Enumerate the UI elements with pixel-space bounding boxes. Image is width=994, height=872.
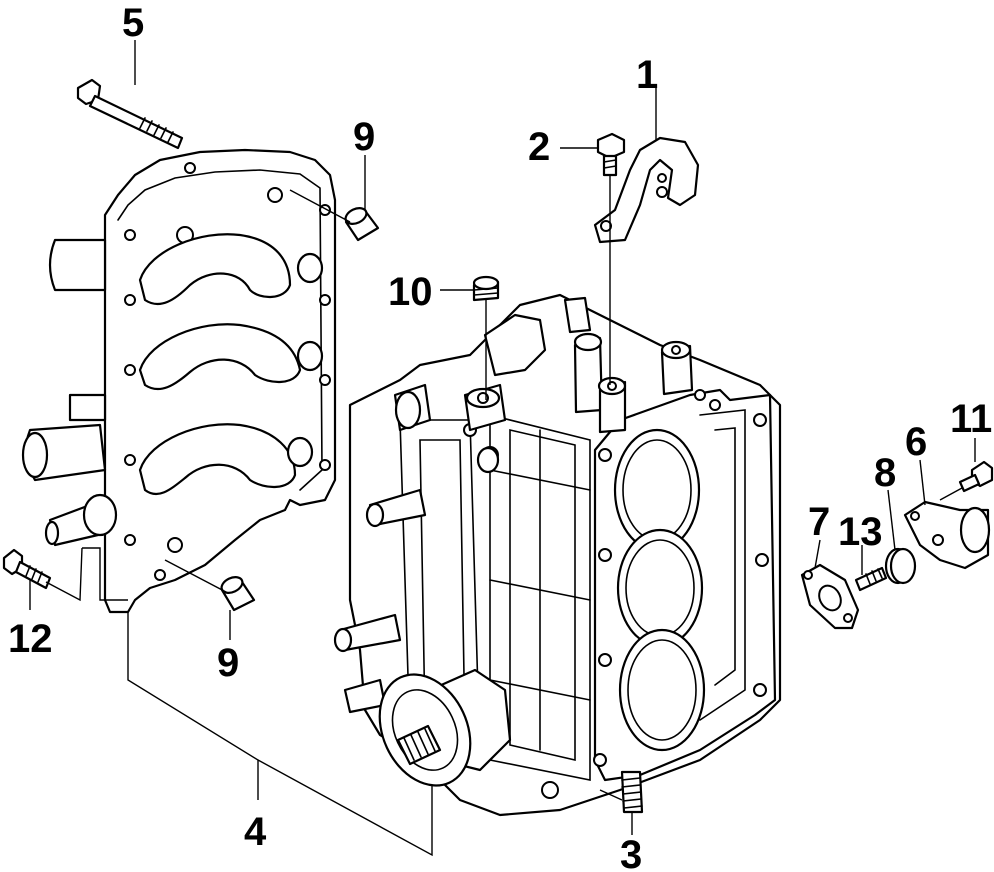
outlet-boss bbox=[44, 493, 118, 547]
exhaust-cover-plate bbox=[21, 148, 337, 614]
callout-2: 2 bbox=[528, 125, 550, 169]
leader-lines bbox=[29, 40, 976, 857]
bolt-11 bbox=[958, 460, 994, 493]
frame-bolt-holes bbox=[124, 162, 331, 581]
callout-10: 10 bbox=[388, 270, 433, 314]
cover-6 bbox=[903, 500, 991, 570]
seal-8 bbox=[884, 547, 917, 585]
callout-3: 3 bbox=[620, 833, 642, 872]
callout-numbers: 1 2 3 4 5 6 7 8 9 9 10 11 12 13 bbox=[8, 1, 992, 872]
dowel-9-upper bbox=[344, 207, 380, 242]
callout-1: 1 bbox=[636, 53, 658, 97]
rear-tubes bbox=[21, 238, 107, 482]
callout-11: 11 bbox=[950, 397, 992, 441]
exhaust-port-curves bbox=[138, 233, 324, 496]
stud-3 bbox=[620, 770, 644, 814]
bracket-1 bbox=[593, 136, 700, 244]
plug-10 bbox=[472, 275, 500, 302]
top-bosses bbox=[463, 296, 694, 434]
gasket-7 bbox=[800, 563, 860, 630]
callout-5: 5 bbox=[122, 1, 144, 45]
bolt-12 bbox=[2, 548, 52, 590]
cylinder-block bbox=[333, 293, 782, 817]
bolt-2 bbox=[596, 132, 626, 177]
bolt-5 bbox=[76, 78, 184, 150]
intake-bracket bbox=[483, 313, 547, 377]
callout-13: 13 bbox=[838, 510, 883, 554]
callout-9-upper: 9 bbox=[353, 115, 375, 159]
cylinder-bores bbox=[613, 428, 706, 752]
callout-7: 7 bbox=[808, 500, 830, 544]
screw-13 bbox=[854, 566, 888, 592]
callout-4: 4 bbox=[244, 810, 267, 854]
side-nozzles bbox=[333, 383, 500, 714]
callout-8: 8 bbox=[874, 451, 896, 495]
block-ribs bbox=[399, 413, 591, 781]
oil-filter-mount bbox=[378, 668, 512, 787]
callout-6: 6 bbox=[905, 420, 927, 464]
callout-12: 12 bbox=[8, 617, 53, 661]
dowel-9-lower bbox=[220, 576, 256, 612]
plate-bracket-line bbox=[82, 547, 128, 601]
callout-9-lower: 9 bbox=[217, 641, 239, 685]
